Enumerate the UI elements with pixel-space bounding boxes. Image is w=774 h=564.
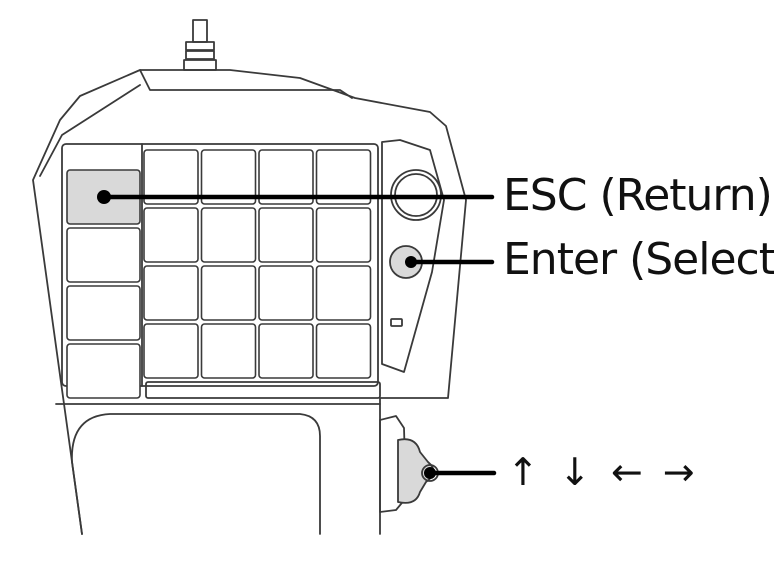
callouts [101,194,497,476]
key-2-1 [143,207,199,263]
key-4-3 [258,323,314,379]
enter-label: Enter (Select) [503,234,774,285]
key-2-2 [200,207,257,263]
arrow-keys-label: ↑ ↓ ← → [507,450,699,494]
key-2-3 [258,207,314,263]
key-left-3 [66,285,141,341]
key-1-1 [143,149,199,205]
key-3-4 [315,265,372,321]
key-left-2 [66,227,141,283]
key-1-4 [315,149,372,205]
led-indicator [390,318,403,327]
key-area-frame [61,143,379,387]
key-3-1 [143,265,199,321]
body-top-edge [139,69,353,99]
palm-rest [71,413,321,535]
key-4-1 [143,323,199,379]
key-4-4 [315,323,372,379]
key-1-3 [258,149,314,205]
enter-callout-dot [405,256,417,268]
key-grid [66,149,372,399]
key-3-2 [200,265,257,321]
key-2-4 [315,207,372,263]
key-1-2 [200,149,257,205]
key-4-2 [200,323,257,379]
key-left-4 [66,343,141,399]
esc-label: ESC (Return) [503,170,773,221]
esc-callout-dot [97,190,111,204]
body-shoulder [39,84,141,177]
control-panel [381,139,445,373]
key-area-base [145,381,381,399]
cable [183,19,217,71]
thumbstick [379,415,439,513]
key-3-3 [258,265,314,321]
arrows-callout-dot [424,467,436,479]
